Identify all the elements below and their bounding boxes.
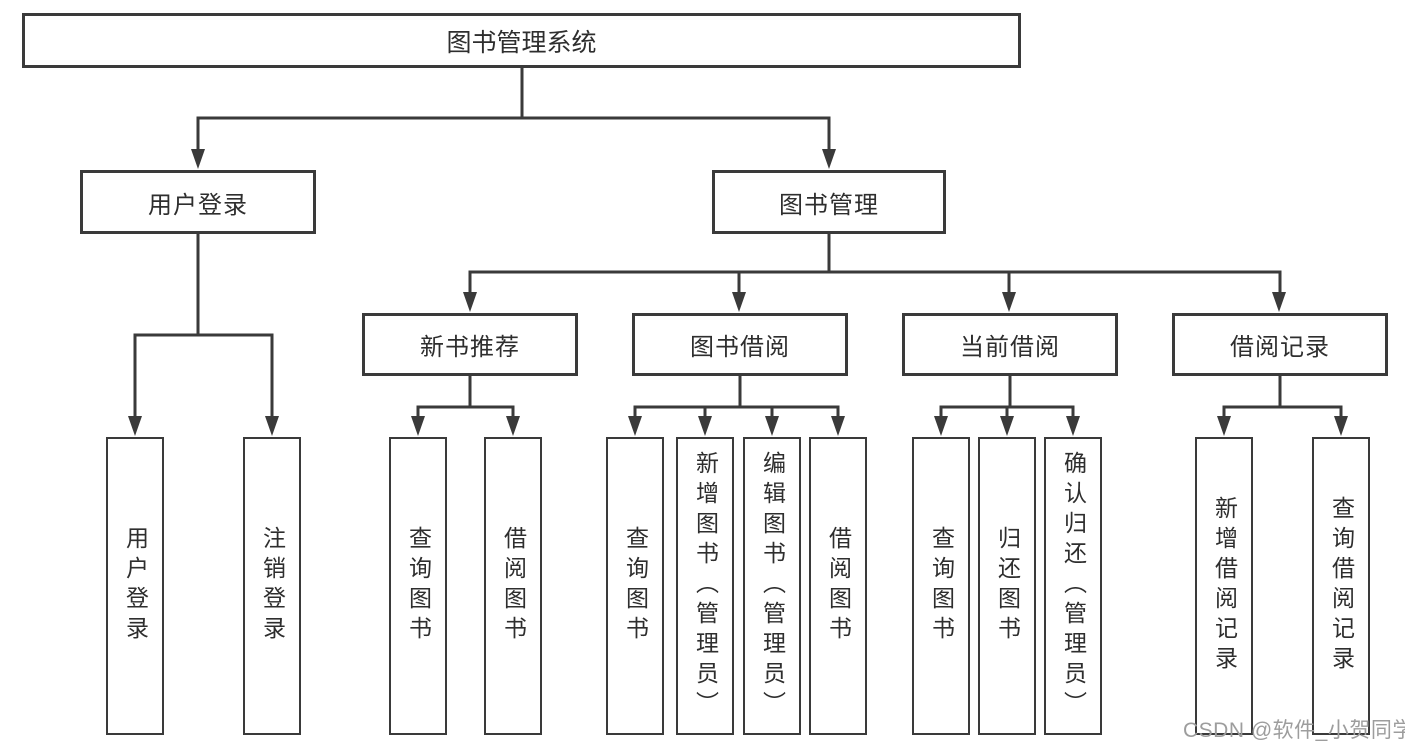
node-new-book-recommendation: 新书推荐 bbox=[362, 313, 578, 376]
leaf-current-confirm-return-admin: 确认归还（管理员） bbox=[1044, 437, 1102, 735]
leaf-borrow-add-books-admin-label: 新增图书（管理员） bbox=[692, 451, 719, 721]
leaf-records-add-record-label: 新增借阅记录 bbox=[1211, 496, 1238, 676]
leaf-borrow-borrow-books-label: 借阅图书 bbox=[825, 526, 852, 646]
leaf-user-login: 用户登录 bbox=[106, 437, 164, 735]
leaf-rec-borrow-books: 借阅图书 bbox=[484, 437, 542, 735]
leaf-borrow-add-books-admin: 新增图书（管理员） bbox=[676, 437, 734, 735]
leaf-current-confirm-return-admin-label: 确认归还（管理员） bbox=[1060, 451, 1087, 721]
leaf-borrow-query-books-label: 查询图书 bbox=[622, 526, 649, 646]
leaf-borrow-query-books: 查询图书 bbox=[606, 437, 664, 735]
leaf-current-query-books-label: 查询图书 bbox=[928, 526, 955, 646]
node-current-borrowing: 当前借阅 bbox=[902, 313, 1118, 376]
csdn-watermark: CSDN @软件_小贺同学 bbox=[1183, 719, 1405, 742]
leaf-records-query-record: 查询借阅记录 bbox=[1312, 437, 1370, 735]
leaf-borrow-edit-books-admin: 编辑图书（管理员） bbox=[743, 437, 801, 735]
node-book-management: 图书管理 bbox=[712, 170, 946, 234]
leaf-rec-query-books-label: 查询图书 bbox=[405, 526, 432, 646]
leaf-user-login-label: 用户登录 bbox=[122, 526, 149, 646]
leaf-logout: 注销登录 bbox=[243, 437, 301, 735]
leaf-logout-label: 注销登录 bbox=[259, 526, 286, 646]
leaf-current-return-books: 归还图书 bbox=[978, 437, 1036, 735]
connector-segments bbox=[133, 68, 1343, 418]
node-user-login: 用户登录 bbox=[80, 170, 316, 234]
arrowhead-icons bbox=[128, 149, 1348, 436]
leaf-current-query-books: 查询图书 bbox=[912, 437, 970, 735]
leaf-records-query-record-label: 查询借阅记录 bbox=[1328, 496, 1355, 676]
leaf-borrow-borrow-books: 借阅图书 bbox=[809, 437, 867, 735]
leaf-records-add-record: 新增借阅记录 bbox=[1195, 437, 1253, 735]
node-library-management-system: 图书管理系统 bbox=[22, 13, 1021, 68]
node-borrowing-records: 借阅记录 bbox=[1172, 313, 1388, 376]
leaf-rec-borrow-books-label: 借阅图书 bbox=[500, 526, 527, 646]
leaf-current-return-books-label: 归还图书 bbox=[994, 526, 1021, 646]
node-book-borrowing: 图书借阅 bbox=[632, 313, 848, 376]
leaf-rec-query-books: 查询图书 bbox=[389, 437, 447, 735]
leaf-borrow-edit-books-admin-label: 编辑图书（管理员） bbox=[759, 451, 786, 721]
